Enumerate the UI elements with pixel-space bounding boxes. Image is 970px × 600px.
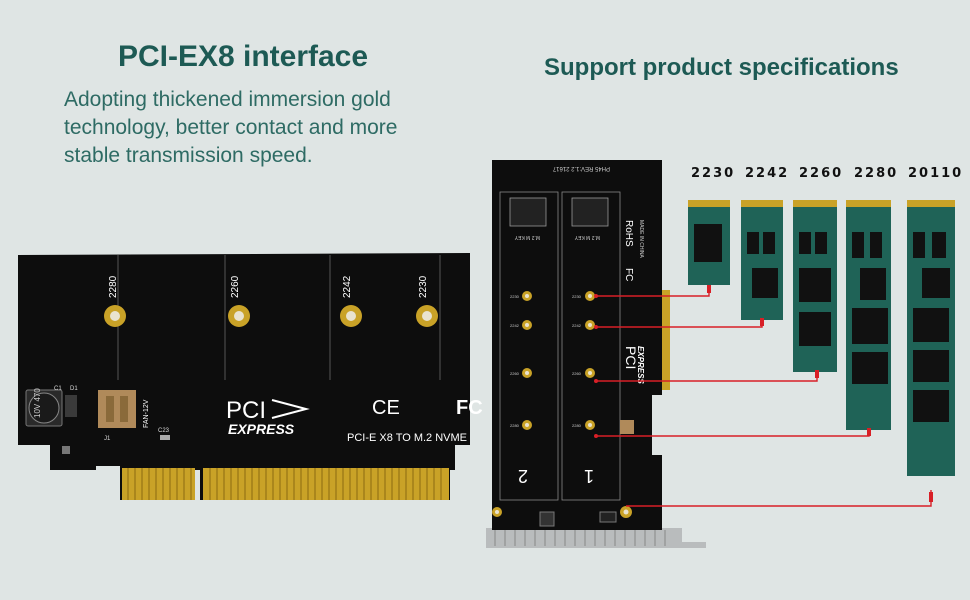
mounting-hole	[585, 420, 595, 430]
product-text: PCI-E X8 TO M.2 NVME	[347, 432, 467, 444]
mounting-hole	[492, 507, 502, 517]
rohs-mark: RoHS	[623, 220, 634, 247]
gold-finger-contacts	[122, 468, 195, 500]
hole-label: 2242	[510, 323, 520, 328]
ssd-size-label: 2242	[745, 166, 790, 181]
mounting-hole	[585, 368, 595, 378]
ssd-size-label: 2280	[854, 166, 899, 181]
gold-finger-contacts	[203, 468, 449, 500]
left-pcie-board: 2280 2260 2242 2230 10V 470 D1 C1 FAN-12…	[18, 253, 483, 500]
capacitor: 10V 470	[25, 388, 63, 427]
ssd-2230	[688, 200, 730, 285]
pci-logo-text: PCI	[226, 397, 266, 424]
fc-mark: FC	[456, 397, 483, 419]
hole-label: 2280	[572, 423, 582, 428]
mounting-hole	[620, 506, 632, 518]
fan-connector	[98, 390, 136, 428]
made-in-label: MADE IN CHINA	[638, 220, 644, 258]
mounting-hole	[416, 305, 438, 327]
right-pcie-board: M.2 M KEY M.2 M KEY PH45 REV:1.2 21617 2…	[486, 160, 706, 548]
fan-connector	[620, 420, 634, 434]
pci-arrow-icon	[271, 399, 310, 419]
slot-label: 2242	[342, 275, 353, 298]
pointer-20110	[626, 490, 932, 507]
hole-label: 2242	[572, 323, 582, 328]
mounting-hole	[522, 320, 532, 330]
slot-number: 2	[518, 466, 528, 486]
slot-label: 2260	[230, 275, 241, 298]
slot-label: 2280	[108, 275, 119, 298]
mounting-hole	[522, 420, 532, 430]
ssd-size-label: 2230	[691, 166, 736, 181]
pci-logo-text: PCI	[623, 346, 639, 369]
model-label: PH45 REV:1.2 21617	[552, 165, 610, 171]
c1-label: C1	[54, 386, 62, 392]
slot-label: 2230	[418, 275, 429, 298]
ssd-2260	[793, 200, 837, 372]
left-description: Adopting thickened immersion gold techno…	[64, 88, 398, 167]
ssd-size-label: 2260	[799, 166, 844, 181]
fc-mark: FC	[623, 268, 634, 281]
express-text: EXPRESS	[228, 421, 295, 437]
ce-mark: CE	[372, 397, 400, 419]
key-label: M.2 M KEY	[514, 234, 540, 240]
mounting-hole	[522, 291, 532, 301]
left-title: PCI-EX8 interface	[117, 40, 369, 73]
key-label: M.2 M KEY	[574, 234, 600, 240]
ssd-2242	[741, 200, 783, 320]
mounting-hole	[585, 291, 595, 301]
pointer-markers	[594, 285, 933, 502]
gold-finger-contacts	[662, 290, 670, 390]
express-text: EXPRESS	[636, 346, 645, 384]
mounting-hole	[228, 305, 250, 327]
hole-label: 2260	[510, 371, 520, 376]
ssd-2280	[846, 200, 891, 430]
mounting-hole	[585, 320, 595, 330]
capacitor-label: 10V 470	[33, 388, 42, 418]
hole-label: 2230	[572, 294, 582, 299]
mounting-hole	[522, 368, 532, 378]
d1-label: D1	[70, 386, 78, 392]
hole-label: 2260	[572, 371, 582, 376]
ssd-20110	[907, 200, 955, 476]
mounting-hole	[340, 305, 362, 327]
slot-number: 1	[584, 466, 594, 486]
ssd-size-label: 20110	[908, 166, 964, 181]
mounting-hole	[104, 305, 126, 327]
right-title: Support product specifications	[544, 54, 899, 81]
hole-label: 2230	[510, 294, 520, 299]
hole-label: 2280	[510, 423, 520, 428]
c23-label: C23	[158, 428, 170, 434]
j1-label: J1	[104, 436, 111, 442]
fan-label: FAN-12V	[143, 399, 150, 428]
